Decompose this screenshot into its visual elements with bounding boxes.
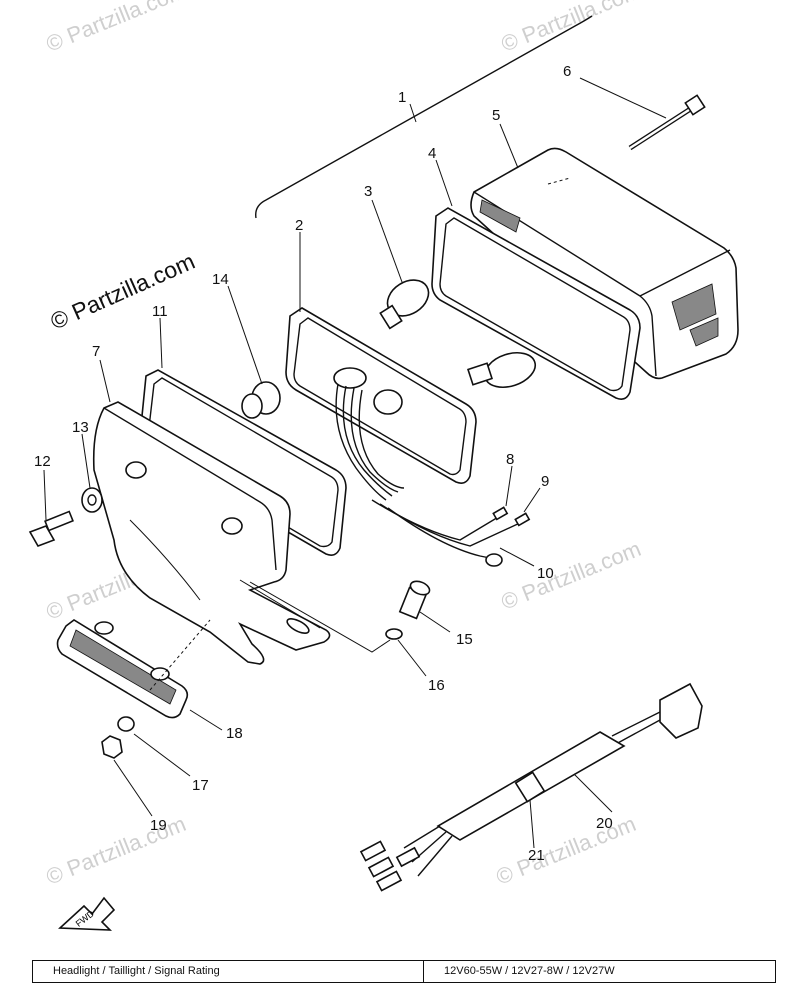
washer-part-17 bbox=[117, 716, 135, 732]
leader-15 bbox=[419, 611, 451, 633]
leader-16-dash bbox=[249, 581, 391, 653]
bulb-part-3 bbox=[379, 279, 537, 389]
fwd-arrow-icon: FWD bbox=[58, 896, 116, 931]
bulb-rating-table: Headlight / Taillight / Signal Rating 12… bbox=[32, 960, 776, 983]
callout-13: 13 bbox=[72, 419, 89, 436]
leader-18 bbox=[189, 709, 223, 731]
lamp-body-part-7 bbox=[92, 401, 331, 665]
callout-18: 18 bbox=[226, 725, 243, 742]
gasket-part-4 bbox=[431, 207, 641, 400]
leader-9 bbox=[523, 487, 541, 513]
wire-harness-part-20 bbox=[359, 682, 703, 892]
leader-8 bbox=[505, 465, 513, 507]
watermark-bottom-left: © Partzilla.com bbox=[43, 811, 190, 890]
watermark-top-left: © Partzilla.com bbox=[43, 0, 190, 57]
leader-5-hole bbox=[547, 177, 571, 185]
nut-part-19 bbox=[101, 735, 123, 759]
callout-17: 17 bbox=[192, 777, 209, 794]
callout-7: 7 bbox=[92, 343, 100, 360]
wire-leads-parts-8-9-10 bbox=[371, 499, 531, 567]
leader-12 bbox=[43, 469, 47, 521]
callout-11: 11 bbox=[152, 303, 168, 320]
leader-21 bbox=[529, 799, 535, 849]
screw-part-15 bbox=[398, 580, 431, 620]
leader-13 bbox=[81, 433, 91, 489]
callout-6: 6 bbox=[563, 63, 571, 80]
callout-labels: 1 2 3 4 5 6 7 8 9 10 11 12 13 14 15 16 1… bbox=[34, 63, 613, 864]
leader-5 bbox=[499, 123, 519, 169]
reflector-part-18 bbox=[56, 619, 189, 719]
bolt-part-12 bbox=[28, 510, 74, 547]
callout-15: 15 bbox=[456, 631, 473, 648]
grommet-part-14 bbox=[241, 381, 281, 419]
callout-19: 19 bbox=[150, 817, 167, 834]
callout-4: 4 bbox=[428, 145, 436, 162]
leader-11 bbox=[159, 317, 163, 369]
rating-value: 12V60-55W / 12V27-8W / 12V27W bbox=[444, 965, 615, 977]
callout-20: 20 bbox=[596, 815, 613, 832]
lamp-base-part-2 bbox=[285, 307, 477, 501]
leader-16 bbox=[397, 639, 427, 677]
callout-3: 3 bbox=[364, 183, 372, 200]
callout-10: 10 bbox=[537, 565, 554, 582]
leader-18-dash bbox=[149, 619, 211, 691]
callout-5: 5 bbox=[492, 107, 500, 124]
leader-19 bbox=[113, 759, 153, 817]
callout-8: 8 bbox=[506, 451, 514, 468]
callout-14: 14 bbox=[212, 271, 229, 288]
leader-4 bbox=[435, 159, 453, 207]
watermark-main: © Partzilla.com bbox=[46, 248, 198, 335]
callout-9: 9 bbox=[541, 473, 549, 490]
callout-12: 12 bbox=[34, 453, 51, 470]
callout-21: 21 bbox=[528, 847, 545, 864]
watermark-mid-center: © Partzilla.com bbox=[498, 536, 645, 615]
callout-2: 2 bbox=[295, 217, 303, 234]
leader-17 bbox=[133, 733, 191, 777]
leader-14 bbox=[227, 285, 263, 385]
watermark-bottom-right: © Partzilla.com bbox=[493, 811, 640, 890]
callout-16: 16 bbox=[428, 677, 445, 694]
callout-1: 1 bbox=[398, 89, 406, 106]
bolt-part-6 bbox=[628, 94, 706, 151]
leader-3 bbox=[371, 199, 403, 283]
leader-10 bbox=[499, 547, 535, 567]
rating-label: Headlight / Taillight / Signal Rating bbox=[33, 961, 424, 982]
leader-20 bbox=[573, 773, 613, 813]
washer-part-16 bbox=[385, 628, 403, 640]
leader-7 bbox=[99, 359, 111, 403]
assembly-bracket bbox=[255, 15, 593, 219]
leader-1 bbox=[409, 103, 417, 123]
washer-part-13 bbox=[81, 487, 103, 513]
leader-6 bbox=[579, 77, 667, 119]
